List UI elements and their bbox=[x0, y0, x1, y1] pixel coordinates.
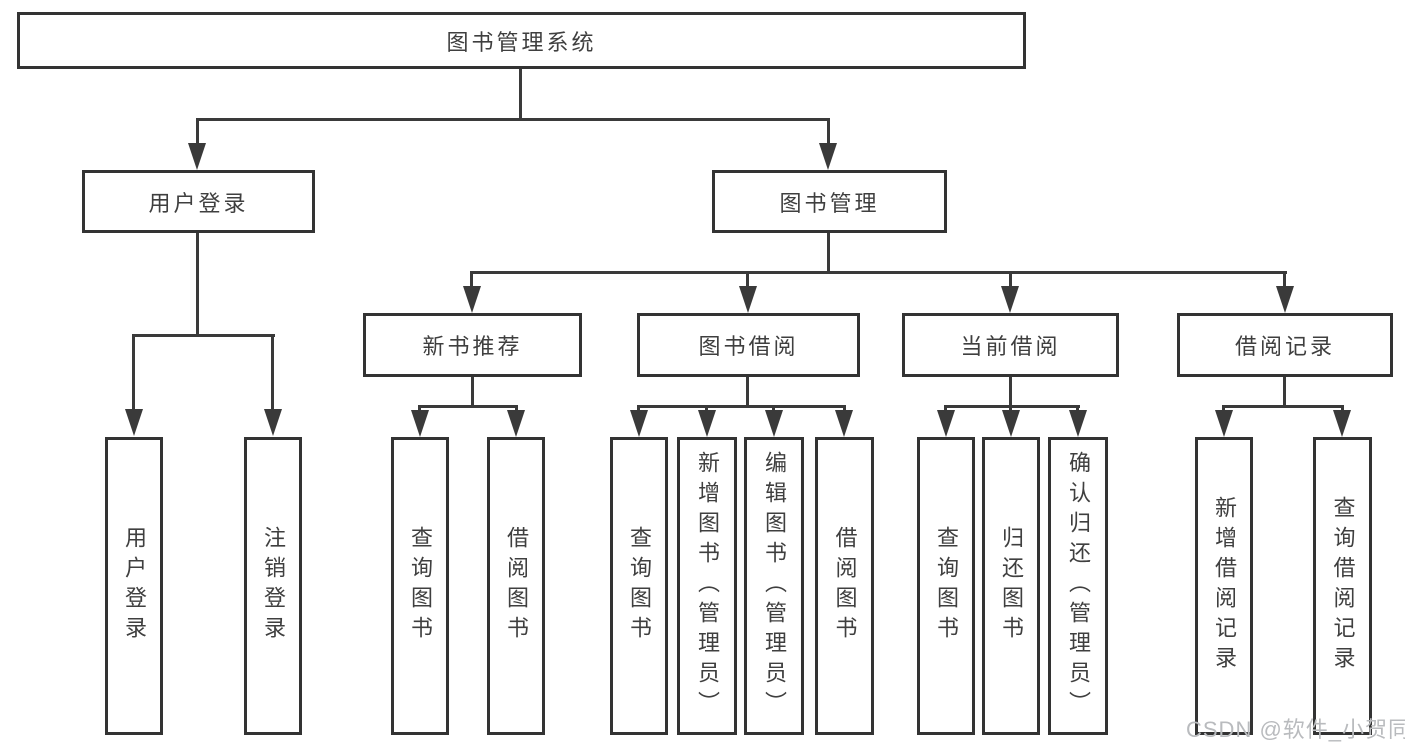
arrow-down-icon bbox=[1215, 410, 1233, 437]
connector-drop bbox=[772, 405, 775, 414]
leaf-label: 查询借阅记录 bbox=[1330, 496, 1356, 676]
leaf-label: 确认归还（管理员） bbox=[1066, 451, 1091, 721]
connector-drop bbox=[1009, 405, 1012, 414]
connector-current-stem bbox=[1009, 376, 1012, 408]
connector-records-bar bbox=[1222, 405, 1344, 408]
connector-drop bbox=[515, 405, 518, 414]
connector-drop bbox=[1222, 405, 1225, 414]
arrow-down-icon bbox=[698, 410, 716, 437]
connector-records-stem bbox=[1283, 376, 1286, 408]
watermark: CSDN @软件_小贺同学 bbox=[1186, 717, 1405, 742]
connector-drop bbox=[705, 405, 708, 414]
node-new-book-recommend: 新书推荐 bbox=[363, 313, 582, 377]
arrow-down-icon bbox=[463, 286, 481, 313]
connector-level3-bar bbox=[470, 271, 1287, 274]
leaf-label: 新增图书（管理员） bbox=[695, 451, 720, 721]
leaf-label: 查询图书 bbox=[627, 526, 652, 646]
connector-user-login-bar bbox=[132, 334, 275, 337]
connector-book-mgmt-stem bbox=[827, 232, 830, 274]
node-user-login-label: 用户登录 bbox=[148, 190, 249, 216]
arrow-down-icon bbox=[125, 409, 143, 436]
node-new-book-recommend-label: 新书推荐 bbox=[422, 334, 523, 359]
arrow-down-icon bbox=[630, 410, 648, 437]
node-root-label: 图书管理系统 bbox=[446, 29, 597, 55]
connector-current-bar bbox=[944, 405, 1080, 408]
node-leaf-borrow-books-recommend: 借阅图书 bbox=[487, 437, 545, 735]
leaf-label: 编辑图书（管理员） bbox=[762, 451, 787, 721]
arrow-down-icon bbox=[1276, 286, 1294, 313]
connector-user-login-stem bbox=[196, 232, 199, 336]
leaf-label: 归还图书 bbox=[999, 526, 1024, 646]
connector-drop bbox=[132, 334, 135, 412]
node-borrowing-records: 借阅记录 bbox=[1177, 313, 1393, 377]
node-book-borrowing-label: 图书借阅 bbox=[698, 334, 799, 359]
node-leaf-borrow-books: 借阅图书 bbox=[815, 437, 874, 735]
node-user-login: 用户登录 bbox=[82, 170, 315, 233]
leaf-label: 查询图书 bbox=[408, 526, 433, 646]
connector-borrowing-bar bbox=[637, 405, 846, 408]
leaf-label: 借阅图书 bbox=[504, 526, 529, 646]
node-book-management-label: 图书管理 bbox=[779, 190, 880, 216]
node-leaf-logout: 注销登录 bbox=[244, 437, 302, 735]
node-leaf-query-books-borrowing: 查询图书 bbox=[610, 437, 668, 735]
connector-recommend-stem bbox=[471, 376, 474, 408]
node-leaf-add-borrow-record: 新增借阅记录 bbox=[1195, 437, 1253, 735]
node-leaf-confirm-return-admin: 确认归还（管理员） bbox=[1048, 437, 1108, 735]
connector-drop bbox=[637, 405, 640, 414]
connector-drop bbox=[1283, 271, 1286, 289]
arrow-down-icon bbox=[1002, 410, 1020, 437]
connector-root-stem bbox=[519, 68, 522, 120]
arrow-down-icon bbox=[937, 410, 955, 437]
leaf-label: 借阅图书 bbox=[832, 526, 858, 646]
connector-drop bbox=[827, 118, 830, 146]
node-leaf-return-books: 归还图书 bbox=[982, 437, 1040, 735]
node-leaf-query-borrow-record: 查询借阅记录 bbox=[1313, 437, 1372, 735]
leaf-label: 查询图书 bbox=[934, 526, 959, 646]
node-leaf-edit-books-admin: 编辑图书（管理员） bbox=[744, 437, 804, 735]
connector-recommend-bar bbox=[418, 405, 518, 408]
node-book-management: 图书管理 bbox=[712, 170, 947, 233]
connector-drop bbox=[1076, 405, 1079, 414]
arrow-down-icon bbox=[819, 143, 837, 170]
leaf-label: 新增借阅记录 bbox=[1212, 496, 1237, 676]
arrow-down-icon bbox=[264, 409, 282, 436]
connector-drop bbox=[196, 118, 199, 146]
connector-drop bbox=[470, 271, 473, 289]
arrow-down-icon bbox=[739, 286, 757, 313]
connector-drop bbox=[843, 405, 846, 414]
arrow-down-icon bbox=[1001, 286, 1019, 313]
node-root: 图书管理系统 bbox=[17, 12, 1026, 69]
connector-drop bbox=[418, 405, 421, 414]
node-current-borrowing-label: 当前借阅 bbox=[960, 334, 1061, 359]
leaf-label: 注销登录 bbox=[261, 526, 286, 646]
leaf-label: 用户登录 bbox=[122, 526, 147, 646]
connector-drop bbox=[1341, 405, 1344, 414]
arrow-down-icon bbox=[1069, 410, 1087, 437]
node-leaf-add-books-admin: 新增图书（管理员） bbox=[677, 437, 737, 735]
connector-level2-bar bbox=[196, 118, 830, 121]
arrow-down-icon bbox=[835, 410, 853, 437]
node-book-borrowing: 图书借阅 bbox=[637, 313, 860, 377]
connector-drop bbox=[271, 334, 274, 412]
connector-drop bbox=[746, 271, 749, 289]
arrow-down-icon bbox=[1333, 410, 1351, 437]
connector-borrowing-stem bbox=[746, 376, 749, 408]
arrow-down-icon bbox=[765, 410, 783, 437]
connector-drop bbox=[944, 405, 947, 414]
arrow-down-icon bbox=[507, 410, 525, 437]
connector-drop bbox=[1009, 271, 1012, 289]
node-leaf-query-books-recommend: 查询图书 bbox=[391, 437, 449, 735]
node-borrowing-records-label: 借阅记录 bbox=[1234, 334, 1335, 359]
arrow-down-icon bbox=[188, 143, 206, 170]
node-leaf-user-login: 用户登录 bbox=[105, 437, 163, 735]
node-current-borrowing: 当前借阅 bbox=[902, 313, 1119, 377]
node-leaf-query-books-current: 查询图书 bbox=[917, 437, 975, 735]
arrow-down-icon bbox=[411, 410, 429, 437]
